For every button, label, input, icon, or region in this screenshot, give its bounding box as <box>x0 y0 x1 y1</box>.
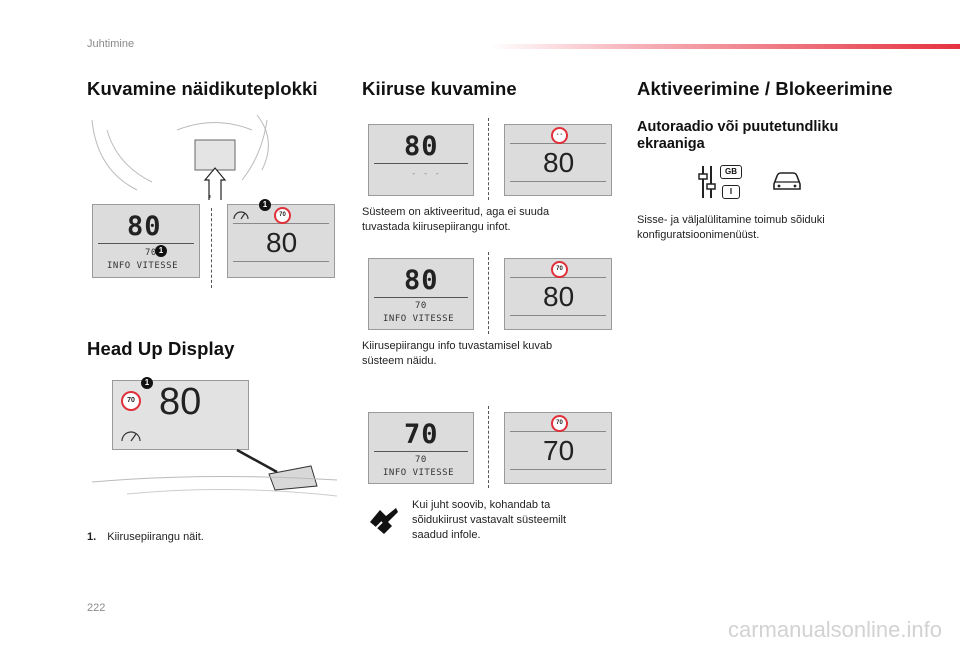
title-kuvamine: Kuvamine näidikuteplokki <box>87 78 318 99</box>
settings-sliders-icon <box>698 166 716 198</box>
title-hud: Head Up Display <box>87 338 235 359</box>
fig-c-right: 70 70 <box>504 412 612 484</box>
fig-a-divider <box>488 118 489 200</box>
fig-a-right: - - 80 <box>504 124 612 196</box>
vehicle-icon <box>773 172 801 190</box>
text-c: Kui juht soovib, kohandab ta sõidukiirus… <box>412 499 567 541</box>
hud-speedometer-icon <box>121 431 141 442</box>
cluster-info-text: INFO VITESSE <box>107 261 179 271</box>
hud-speed: 80 <box>159 381 202 423</box>
cluster-small-limit: 70 <box>145 248 157 258</box>
fig-a-right-speed: 80 <box>543 147 575 178</box>
note-text: Kiirusepiirangu näit. <box>107 531 204 543</box>
subtitle-autoraadio: Autoraadio või puutetundliku ekraaniga <box>637 119 839 152</box>
watermark-url: carmanualsonline.info <box>727 617 942 642</box>
figure-divider <box>211 208 212 288</box>
text-settings: Sisse- ja väljalülitamine toimub sõiduki… <box>637 214 825 241</box>
header-accent-bar <box>490 44 960 49</box>
display-figure-b: 80 70 INFO VITESSE 70 80 <box>368 252 613 334</box>
cluster-right-speed: 80 <box>266 227 298 258</box>
language-gb-icon: GB <box>720 165 742 179</box>
callout-1-right: 1 <box>259 199 271 211</box>
hud-panel: 1 70 80 <box>112 377 249 450</box>
text-b: Kiirusepiirangu info tuvastamisel kuvab … <box>362 340 553 367</box>
fig-a-speed: 80 <box>404 131 439 162</box>
note-number: 1. <box>87 531 97 543</box>
driver-hand-icon <box>370 508 398 534</box>
title-aktiveerimine: Aktiveerimine / Blokeerimine <box>637 78 893 99</box>
text-a: Süsteem on aktiveeritud, aga ei suuda tu… <box>362 206 550 233</box>
hud-callout-1: 1 <box>141 377 153 389</box>
fig-b-left: 80 70 INFO VITESSE <box>368 258 474 330</box>
fig-a-sign: - - <box>551 127 568 144</box>
callout-note: 1. Kiirusepiirangu näit. <box>87 530 204 545</box>
fig-c-speed: 70 <box>404 419 439 450</box>
cluster-figure: 80 70 1 INFO VITESSE 1 70 80 <box>87 110 342 290</box>
fig-b-info: INFO VITESSE <box>383 314 455 324</box>
language-i-icon: I <box>722 185 740 199</box>
speed-limit-sign: 70 <box>274 207 291 224</box>
callout-1: 1 <box>155 245 167 257</box>
cluster-panel-right: 1 70 80 <box>227 199 335 278</box>
display-figure-a: 80 - - - - - 80 <box>368 118 613 200</box>
fig-c-left: 70 70 INFO VITESSE <box>368 412 474 484</box>
display-figure-c: 70 70 INFO VITESSE 70 70 <box>368 406 613 488</box>
fig-c-right-speed: 70 <box>543 435 575 466</box>
fig-c-small: 70 <box>415 455 427 465</box>
page-number: 222 <box>87 602 106 614</box>
fig-c-divider <box>488 406 489 488</box>
title-kiiruse-kuvamine: Kiiruse kuvamine <box>362 78 517 99</box>
speedometer-icon <box>233 211 249 220</box>
section-label: Juhtimine <box>87 38 135 50</box>
fig-b-small: 70 <box>415 301 427 311</box>
fig-a-dashes: - - - <box>411 169 441 179</box>
fig-b-divider <box>488 252 489 334</box>
cluster-panel-left: 80 70 1 INFO VITESSE <box>92 204 200 278</box>
fig-c-info: INFO VITESSE <box>383 468 455 478</box>
fig-b-right: 70 80 <box>504 258 612 330</box>
cluster-speed: 80 <box>127 211 162 242</box>
fig-a-left: 80 - - - <box>368 124 474 196</box>
fig-c-sign: 70 <box>551 415 568 432</box>
hud-windscreen-outline <box>91 448 338 497</box>
fig-b-sign: 70 <box>551 261 568 278</box>
dashboard-outline <box>91 114 269 200</box>
hud-speed-sign: 70 <box>121 391 141 411</box>
fig-b-right-speed: 80 <box>543 281 575 312</box>
hud-figure: 1 70 80 <box>87 372 342 502</box>
fig-b-speed: 80 <box>404 265 439 296</box>
